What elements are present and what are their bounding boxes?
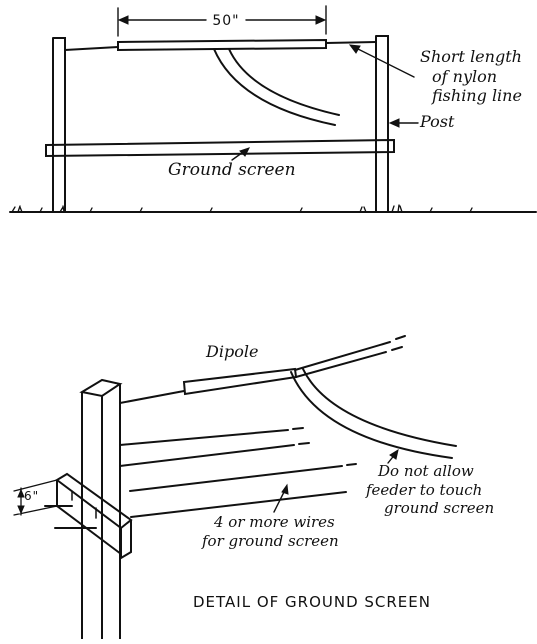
dipole-label: Dipole (205, 342, 258, 361)
feeder-warning-line-2: feeder to touch (365, 481, 482, 499)
feeder-warning-line-1: Do not allow (377, 462, 474, 480)
wires-leader-arrow (281, 483, 289, 495)
spacing-arrows (17, 488, 25, 515)
nylon-leader (351, 45, 415, 78)
ground-wire-3-dash (346, 463, 357, 466)
nylon-label-line-3: fishing line (431, 86, 522, 105)
bottom-diagram (13, 335, 457, 640)
feeder-warning-line-3: ground screen (384, 499, 494, 517)
wires-label-line-2: for ground screen (201, 532, 339, 550)
lower-antenna-wire (119, 390, 185, 404)
dipole-insulator (117, 38, 327, 52)
spacing-label: 6" (24, 489, 39, 503)
ground-wire-1 (119, 429, 289, 446)
left-post (52, 37, 66, 213)
ground-screen-label: Ground screen (168, 160, 296, 180)
nylon-label-line-2: of nylon (432, 67, 497, 86)
post-label: Post (419, 112, 455, 131)
nylon-label-line-1: Short length (420, 47, 522, 66)
bottom-post (79, 378, 123, 640)
dimension-label: 50" (212, 13, 239, 29)
ground-wire-4 (130, 491, 347, 518)
dimension-arrows (117, 15, 327, 25)
grass-tufts (11, 204, 473, 213)
cross-arm-ticks (71, 490, 97, 519)
ground-wire-1-dash (292, 427, 304, 430)
ground-wire-2 (119, 444, 295, 467)
nylon-leader-arrow (348, 44, 361, 54)
right-post (375, 35, 389, 213)
figure-caption: DETAIL OF GROUND SCREEN (193, 593, 431, 611)
top-diagram (9, 5, 537, 213)
lower-dipole-wire (294, 341, 391, 378)
feeder-line (213, 48, 340, 126)
antenna-wire (64, 41, 377, 51)
ground-screen-bar (45, 138, 395, 158)
wires-label-line-1: 4 or more wires (213, 513, 335, 531)
ground-screen-leader-arrow (239, 147, 250, 157)
lower-feeder (290, 368, 457, 459)
post-leader-arrow (388, 118, 400, 128)
ground-wire-2-dash (298, 442, 310, 445)
ground-wire-3 (129, 465, 343, 492)
feeder-warning-arrow (389, 448, 399, 460)
lower-insulator (182, 367, 298, 396)
dipole-wire-dashes (391, 335, 406, 351)
